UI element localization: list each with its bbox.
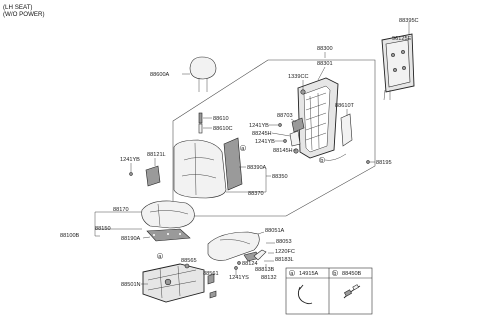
label-88610C: 88610C [213, 126, 233, 132]
legend-callout-b [331, 269, 339, 277]
side-trim-strip [340, 113, 353, 147]
label-88183L: 88183L [275, 257, 294, 263]
label-96125E: 96125E [392, 36, 412, 42]
callout-a-lower-letter: a [158, 254, 162, 260]
label-88501N: 88501N [121, 282, 141, 288]
seat-track-assembly [142, 263, 205, 303]
back-board-part [381, 33, 415, 101]
label-88195: 88195 [376, 160, 392, 166]
clip-icon [343, 284, 361, 299]
wire-hook-icon [297, 286, 313, 305]
label-88565: 88565 [181, 258, 197, 264]
seat-pad [146, 228, 191, 242]
label-1241YB-b: 1241YB [255, 139, 275, 145]
label-88395C: 88395C [399, 18, 419, 24]
bolt-icon [283, 139, 287, 143]
label-88190A: 88190A [121, 236, 141, 242]
side-cover [145, 165, 161, 187]
label-88170: 88170 [113, 207, 129, 213]
label-88245H: 88245H [252, 131, 272, 137]
label-88301: 88301 [317, 61, 333, 67]
callout-a-upper [239, 144, 247, 152]
legend-a-letter: a [290, 271, 294, 277]
label-88703: 88703 [277, 113, 293, 119]
legend-b-part: 88450B [342, 271, 362, 277]
bolt-icon [234, 266, 238, 270]
callout-a-upper-letter: a [241, 146, 245, 152]
headrest-guides [198, 112, 203, 134]
label-1241YB-a: 1241YB [249, 123, 269, 129]
legend-callout-a [288, 269, 296, 277]
label-1241YB-c: 1241YB [120, 157, 140, 163]
label-88100B: 88100B [60, 233, 80, 239]
callout-b [318, 156, 326, 164]
label-88124: 88124 [242, 261, 258, 267]
label-88610: 88610 [213, 116, 229, 122]
legend-box [285, 267, 373, 315]
label-88813B: 88813B [255, 267, 275, 273]
legend-b-letter: b [333, 271, 336, 277]
label-88561: 88561 [203, 271, 219, 277]
bolt-icon [366, 160, 370, 164]
label-1241YS: 1241YS [229, 275, 249, 281]
label-88053: 88053 [276, 239, 292, 245]
header-line-2: (W/O POWER) [3, 11, 45, 18]
headrest [189, 56, 217, 92]
label-1220FC: 1220FC [275, 249, 295, 255]
recliner-mechanism [289, 117, 305, 154]
header-line-1: (LH SEAT) [3, 4, 32, 11]
callout-a-lower [156, 252, 164, 260]
label-1339CC: 1339CC [288, 74, 309, 80]
label-88610T: 88610T [335, 103, 355, 109]
bolt-icon [237, 261, 241, 265]
label-88390A: 88390A [247, 165, 267, 171]
backrest-cushion [173, 139, 227, 199]
legend-a-part: 14915A [299, 271, 319, 277]
side-shield [207, 231, 260, 261]
label-88145H: 88145H [273, 148, 293, 154]
label-88132: 88132 [261, 275, 277, 281]
label-88121L: 88121L [147, 152, 166, 158]
backrest-frame [297, 77, 339, 159]
callout-b-letter: b [320, 158, 323, 164]
label-88300: 88300 [317, 46, 333, 52]
backrest-pad [223, 137, 243, 191]
label-88051A: 88051A [265, 228, 285, 234]
cap-parts [207, 273, 217, 299]
seat-cushion [141, 200, 195, 229]
cap-icon [184, 263, 190, 269]
label-88370: 88370 [248, 191, 264, 197]
bolt-icon [129, 172, 133, 176]
label-88600A: 88600A [150, 72, 170, 78]
label-88150: 88150 [95, 226, 111, 232]
label-88350: 88350 [272, 174, 288, 180]
recline-handle [243, 249, 267, 262]
bolt-icon [278, 123, 282, 127]
